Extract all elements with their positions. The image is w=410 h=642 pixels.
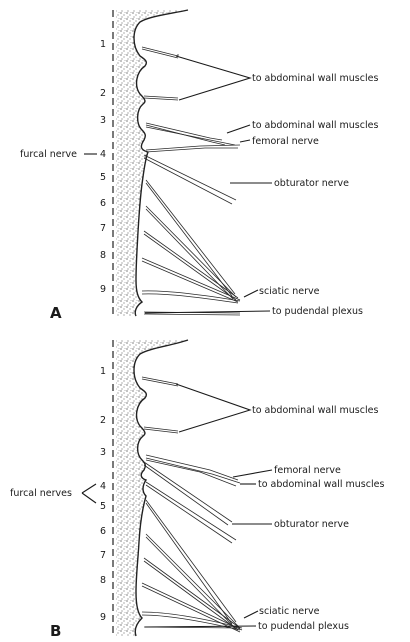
panel-letter: B <box>50 622 61 640</box>
segment-number: 1 <box>100 39 106 50</box>
leader-line <box>243 289 259 298</box>
label-femoral-nerve: femoral nerve <box>252 136 319 147</box>
segment-number: 1 <box>100 366 106 377</box>
label-abdominal-wall-muscles: to abdominal wall muscles <box>258 479 384 490</box>
segment-number: 2 <box>100 415 106 426</box>
leader-line <box>175 55 252 101</box>
segment-number: 3 <box>100 447 106 458</box>
panel-letter: A <box>50 304 62 322</box>
segment-number: 6 <box>100 526 106 537</box>
label-obturator-nerve: obturator nerve <box>274 519 349 530</box>
leader-line <box>144 310 271 314</box>
segment-number: 9 <box>100 612 106 623</box>
spinal-cord <box>116 340 188 636</box>
label-femoral-nerve: femoral nerve <box>274 465 341 476</box>
segment-number: 7 <box>100 223 106 234</box>
label-abdominal-wall-muscles: to abdominal wall muscles <box>252 405 378 416</box>
segment-number: 6 <box>100 198 106 209</box>
label-abdominal-wall-muscles: to abdominal wall muscles <box>252 120 378 131</box>
panel-a: 1 2 3 4 5 6 7 8 9 <box>20 9 378 322</box>
panel-b: 1 2 3 4 5 6 7 8 9 <box>10 339 384 640</box>
leader-line <box>232 469 273 478</box>
segment-number: 7 <box>100 550 106 561</box>
segment-number: 8 <box>100 250 106 261</box>
cord-edge <box>133 9 189 317</box>
label-obturator-nerve: obturator nerve <box>274 178 349 189</box>
segment-number: 2 <box>100 88 106 99</box>
cord-edge <box>133 339 189 637</box>
leader-line <box>175 383 252 433</box>
leader-line <box>226 124 251 134</box>
label-pudendal-plexus: to pudendal plexus <box>258 621 349 632</box>
segment-number: 5 <box>100 501 106 512</box>
label-furcal-nerves: furcal nerves <box>10 488 72 499</box>
label-sciatic-nerve: sciatic nerve <box>259 606 320 617</box>
label-furcal-nerve: furcal nerve <box>20 149 77 160</box>
segment-number: 8 <box>100 575 106 586</box>
nerve-roots <box>141 376 243 633</box>
leader-line <box>239 139 251 143</box>
leader-line <box>243 610 259 619</box>
segment-number: 3 <box>100 115 106 126</box>
segment-number: 4 <box>100 149 106 160</box>
nerve-roots <box>141 46 241 316</box>
segment-number: 4 <box>100 481 106 492</box>
label-abdominal-wall-muscles: to abdominal wall muscles <box>252 73 378 84</box>
spinal-cord <box>116 10 188 316</box>
segment-number: 5 <box>100 172 106 183</box>
label-sciatic-nerve: sciatic nerve <box>259 286 320 297</box>
segment-number: 9 <box>100 284 106 295</box>
leader-line <box>81 483 97 494</box>
leader-line <box>144 625 257 628</box>
label-pudendal-plexus: to pudendal plexus <box>272 306 363 317</box>
leader-line <box>81 492 97 504</box>
